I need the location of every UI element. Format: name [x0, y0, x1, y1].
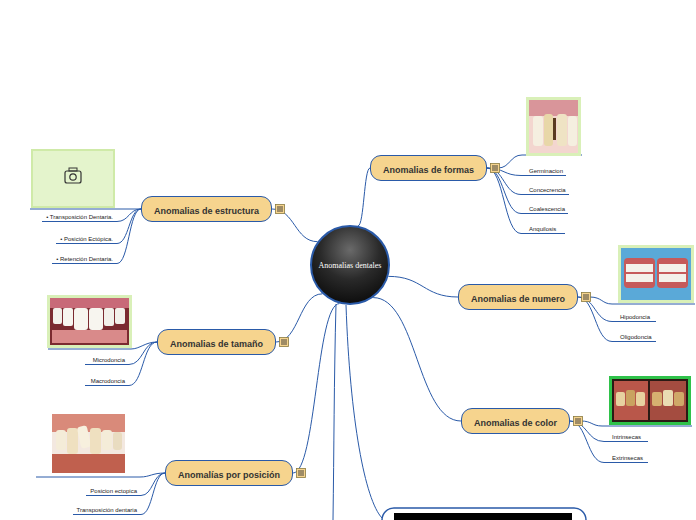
node-text: Coalescencia — [529, 206, 565, 212]
subtopic: Posicion ectopica — [86, 483, 141, 496]
notes-icon — [275, 204, 285, 214]
notes-icon — [296, 468, 306, 478]
node-text: Anomalias de numero — [471, 294, 565, 304]
connector — [358, 168, 370, 226]
image-placeholder — [32, 150, 114, 207]
subtopic: Concecrencia — [521, 182, 569, 195]
node-text: • Transposición Dentaria. — [46, 214, 113, 220]
branch-line — [333, 304, 336, 520]
teeth-photo — [526, 97, 581, 156]
node-text: • Posición Ectópica. — [60, 236, 113, 242]
branch-line — [346, 305, 382, 518]
teeth-photo — [618, 245, 694, 303]
node-text: Microdoncia — [93, 357, 125, 363]
subtopic: Microdoncia — [85, 352, 129, 365]
teeth-photo — [47, 295, 132, 348]
node-text: Anomalias de estructura — [154, 206, 259, 216]
subtopic: Hipodoncia — [612, 309, 656, 322]
subtopic: Coalescencia — [521, 201, 568, 214]
notes-icon — [279, 337, 289, 347]
teeth-photo — [609, 376, 691, 425]
notes-icon — [490, 163, 500, 173]
node-text: Oligodoncia — [620, 334, 652, 340]
topic-box: Anomalias de estructura — [141, 196, 272, 222]
subtopic: Intrinsecas — [604, 429, 648, 442]
notes-icon — [573, 416, 583, 426]
image-leader — [498, 155, 582, 168]
node-text: Hipodoncia — [620, 314, 650, 320]
node-text: Macrodoncia — [91, 378, 125, 384]
subtopic: • Retención Dentaria. — [52, 251, 117, 264]
node-text: Anomalias dentales — [319, 261, 382, 270]
subtopic: • Posición Ectópica. — [56, 231, 117, 244]
node-text: Concecrencia — [529, 187, 566, 193]
connector — [487, 168, 521, 234]
subtopic: • Transposición Dentaria. — [42, 209, 117, 222]
connector — [570, 421, 604, 463]
node-text: Transposición dentaria — [77, 507, 137, 513]
node-text: Intrinsecas — [612, 434, 641, 440]
topic-box: Anomalias de formas — [370, 155, 487, 181]
topic-box: Anomalías por posición — [165, 460, 293, 486]
connector — [487, 168, 521, 214]
subtopic: Macrodoncia — [85, 373, 129, 386]
node-text: Anomalias de formas — [383, 165, 474, 175]
teeth-photo — [52, 414, 125, 473]
notes-icon — [581, 292, 591, 302]
node-text: • Retención Dentaria. — [56, 256, 113, 262]
connector — [578, 297, 612, 342]
connector — [141, 473, 165, 515]
node-text: Extrinsecas — [612, 455, 643, 461]
topic-box: Anomalias de tamaño — [157, 329, 276, 355]
cut-off-topic — [382, 508, 586, 520]
node-text: Anomalías por posición — [178, 470, 280, 480]
central-topic: Anomalias dentales — [310, 225, 390, 305]
connector — [276, 294, 322, 342]
connector — [388, 276, 458, 297]
node-text: Anomalias de tamaño — [170, 339, 263, 349]
connector — [129, 342, 157, 386]
subtopic: Extrinsecas — [604, 450, 648, 463]
node-text: Anomalias de color — [474, 418, 557, 428]
subtopic: Germinacion — [521, 163, 566, 176]
node-text: Posicion ectopica — [90, 488, 137, 494]
subtopic: Anquilosis — [521, 221, 565, 234]
connector — [117, 209, 141, 264]
node-text: Germinacion — [529, 168, 563, 174]
connector — [373, 298, 461, 421]
connector — [129, 342, 157, 365]
topic-box: Anomalias de color — [461, 408, 570, 434]
subtopic: Oligodoncia — [612, 329, 656, 342]
image-leader — [36, 473, 165, 477]
node-text: Anquilosis — [529, 226, 556, 232]
topic-box: Anomalias de numero — [458, 284, 578, 310]
connector — [293, 304, 339, 473]
subtopic: Transposición dentaria — [73, 502, 141, 515]
